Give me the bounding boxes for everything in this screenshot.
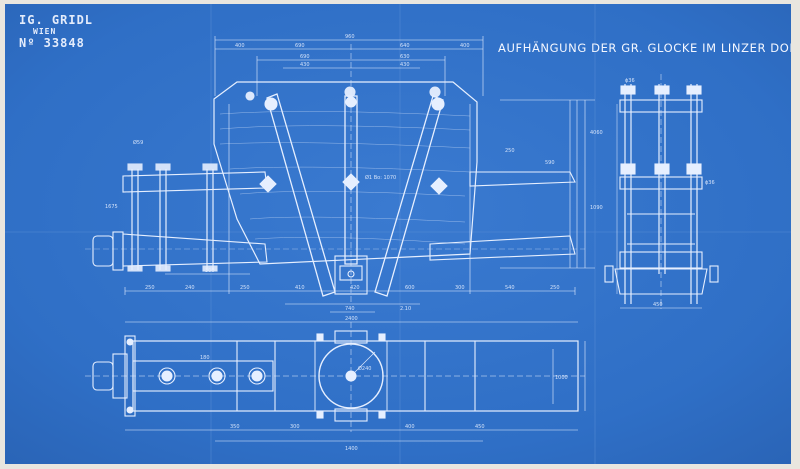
svg-text:1000: 1000 [555, 375, 568, 381]
svg-text:600: 600 [405, 285, 415, 291]
svg-text:ɸ36: ɸ36 [625, 78, 635, 84]
svg-text:250: 250 [240, 285, 250, 291]
svg-text:960: 960 [345, 34, 355, 40]
svg-text:250: 250 [145, 285, 155, 291]
svg-text:300: 300 [290, 424, 300, 430]
svg-text:450: 450 [475, 424, 485, 430]
svg-text:450: 450 [653, 302, 663, 308]
svg-text:300: 300 [205, 268, 215, 274]
svg-text:640: 640 [400, 43, 410, 49]
svg-text:250: 250 [505, 148, 515, 154]
maker-stamp: IG. GRIDL WIEN Nº 33848 [19, 14, 93, 49]
front-elevation-view [85, 44, 585, 304]
svg-text:2400: 2400 [345, 316, 358, 322]
svg-text:250: 250 [550, 285, 560, 291]
blueprint-paper [5, 4, 791, 464]
blueprint-drawing: 960 400 690 640 400 690 630 430 430 4060… [5, 4, 791, 464]
svg-text:400: 400 [405, 424, 415, 430]
svg-text:180: 180 [200, 355, 210, 361]
blueprint-sheet: 960 400 690 640 400 690 630 430 430 4060… [5, 4, 791, 464]
stamp-company: IG. GRIDL [19, 13, 94, 27]
drawing-title: AUFHÄNGUNG DER GR. GLOCKE IM LINZER DOM. [498, 41, 791, 55]
svg-text:740: 740 [345, 306, 355, 312]
svg-text:1400: 1400 [345, 446, 358, 452]
plan-view [85, 322, 585, 432]
svg-text:540: 540 [505, 285, 515, 291]
stamp-number: Nº 33848 [19, 36, 85, 50]
svg-text:630: 630 [400, 54, 410, 60]
svg-text:Ø1 Bo: 1070: Ø1 Bo: 1070 [365, 174, 396, 181]
svg-text:240: 240 [185, 285, 195, 291]
dimension-lines-top [214, 36, 595, 294]
svg-text:300: 300 [455, 285, 465, 291]
stamp-city: WIEN [33, 27, 57, 36]
svg-text:690: 690 [295, 43, 305, 49]
fold-lines [5, 4, 791, 464]
svg-text:ɸ36: ɸ36 [705, 180, 715, 186]
svg-text:430: 430 [300, 62, 310, 68]
dimension-values-top: 960 400 690 640 400 690 630 430 430 4060… [105, 34, 603, 211]
dimension-values-bottom: 250 240 250 410 420 600 300 540 250 300 … [145, 268, 560, 312]
side-view-dimension-values: 450 ɸ36 ɸ36 [625, 78, 715, 308]
svg-text:690: 690 [300, 54, 310, 60]
dimension-lines-bottom [124, 273, 576, 313]
svg-text:410: 410 [295, 285, 305, 291]
svg-text:590: 590 [545, 160, 555, 166]
svg-text:400: 400 [460, 43, 470, 49]
svg-text:430: 430 [400, 62, 410, 68]
plan-dimension-values: 2400 350 300 400 450 1400 1000 Ø240 180 [200, 316, 568, 452]
svg-text:420: 420 [350, 285, 360, 291]
svg-text:400: 400 [235, 43, 245, 49]
svg-text:Ø59: Ø59 [133, 139, 143, 146]
svg-text:4060: 4060 [590, 130, 603, 136]
svg-text:Ø240: Ø240 [358, 365, 371, 372]
svg-text:2.10: 2.10 [400, 306, 411, 312]
svg-text:1090: 1090 [590, 205, 603, 211]
side-elevation-view [604, 74, 719, 309]
svg-text:1675: 1675 [105, 204, 118, 210]
plan-dimension-lines [125, 321, 586, 442]
svg-text:350: 350 [230, 424, 240, 430]
